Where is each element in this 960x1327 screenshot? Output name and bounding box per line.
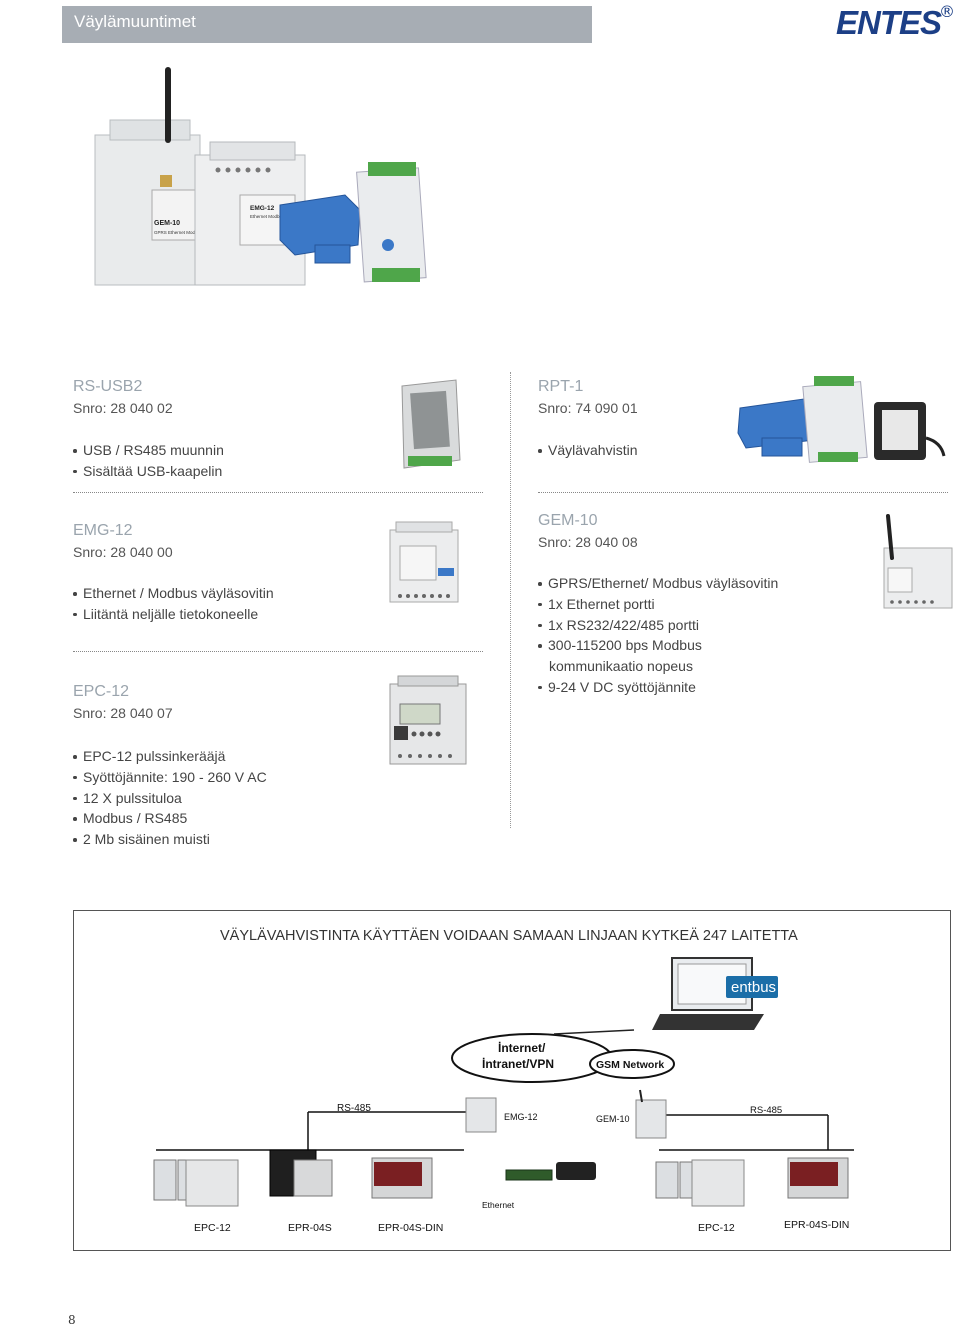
list-item: 12 X pulssituloa — [73, 788, 267, 809]
rs485-right-label: RS-485 — [750, 1105, 782, 1116]
rs-usb2-title: RS-USB2 — [73, 378, 143, 395]
epc12-features: EPC-12 pulssinkerääjä Syöttöjännite: 190… — [73, 746, 267, 850]
separator — [73, 651, 483, 652]
emg-device-label: EMG-12 — [250, 205, 275, 212]
list-item: GPRS/Ethernet/ Modbus väyläsovitin — [538, 573, 778, 594]
diagram-title: VÄYLÄVAHVISTINTA KÄYTTÄEN VOIDAAN SAMAAN… — [220, 928, 798, 944]
emg12-photo — [389, 521, 459, 603]
emg12-code: Snro: 28 040 00 — [73, 544, 173, 560]
list-item: Syöttöjännite: 190 - 260 V AC — [73, 767, 267, 788]
gem10-diagram-label: GEM-10 — [596, 1114, 630, 1124]
entes-logo: ENTES ® — [836, 2, 955, 44]
epc12-title: EPC-12 — [73, 683, 130, 700]
entbus-text: entbus — [731, 979, 776, 996]
separator — [73, 492, 483, 493]
gem10-photo — [883, 514, 953, 609]
cloud-gsm-label: GSM Network — [596, 1059, 664, 1071]
list-item: 300-115200 bps Modbus — [538, 635, 778, 656]
list-item-continued: kommunikaatio nopeus — [549, 658, 693, 675]
rs-usb2-features: USB / RS485 muunnin Sisältää USB-kaapeli… — [73, 440, 224, 482]
list-item: USB / RS485 muunnin — [73, 440, 224, 461]
page-number: 8 — [68, 1313, 76, 1327]
hero-product-photo: GEM-10 GPRS Ethernet Modbus Gateway EMG-… — [94, 67, 427, 286]
ethernet-label: Ethernet — [482, 1200, 515, 1210]
list-item: 1x Ethernet portti — [538, 594, 778, 615]
logo-text: ENTES — [836, 4, 942, 41]
emg12-title: EMG-12 — [73, 522, 133, 539]
list-item: 9-24 V DC syöttöjännite — [538, 677, 778, 698]
list-item: Ethernet / Modbus väyläsovitin — [73, 583, 274, 604]
epc12-photo — [389, 675, 467, 765]
list-item: Liitäntä neljälle tietokoneelle — [73, 604, 274, 625]
gem-device-sub: GPRS Ethernet Modbus Gateway — [154, 230, 222, 235]
gem10-code: Snro: 28 040 08 — [538, 534, 638, 550]
list-item: 1x RS232/422/485 portti — [538, 615, 778, 636]
cloud-internet-label: İnternet/ — [498, 1040, 546, 1055]
list-item: EPC-12 pulssinkerääjä — [73, 746, 267, 767]
gem10-features: GPRS/Ethernet/ Modbus väyläsovitin 1x Et… — [538, 573, 778, 698]
rs485-left-label: RS-485 — [337, 1103, 371, 1114]
header-bar — [62, 6, 592, 43]
rs-usb2-code: Snro: 28 040 02 — [73, 400, 173, 416]
rpt1-features: Väylävahvistin — [538, 440, 638, 461]
emg-device-sub: Ethernet Modbus Gateway — [250, 214, 304, 219]
epr04s-label: EPR-04S — [288, 1222, 332, 1234]
rpt1-code: Snro: 74 090 01 — [538, 400, 638, 416]
list-item: Sisältää USB-kaapelin — [73, 461, 224, 482]
rpt1-photo — [737, 376, 946, 463]
network-diagram: entbus İnternet/ İntranet/VPN GSM Networ… — [153, 957, 854, 1234]
internet-cloud-icon: İnternet/ İntranet/VPN — [451, 1033, 613, 1083]
epr04s-din-left-label: EPR-04S-DIN — [378, 1222, 443, 1234]
gem10-title: GEM-10 — [538, 512, 598, 529]
list-item: 2 Mb sisäinen muisti — [73, 829, 267, 850]
gsm-cloud-icon: GSM Network — [589, 1049, 675, 1079]
rpt1-title: RPT-1 — [538, 378, 584, 395]
registered-mark: ® — [939, 2, 955, 21]
separator — [538, 492, 948, 493]
emg12-diagram-label: EMG-12 — [504, 1112, 538, 1122]
gem-device-label: GEM-10 — [154, 220, 180, 227]
network-diagram-box — [73, 910, 951, 1251]
rs-usb2-photo — [401, 379, 461, 469]
epc12-code: Snro: 28 040 07 — [73, 705, 173, 721]
list-item: Väylävahvistin — [538, 440, 638, 461]
epr04s-din-right-label: EPR-04S-DIN — [784, 1219, 849, 1231]
epc12-right-label: EPC-12 — [698, 1222, 735, 1234]
emg12-features: Ethernet / Modbus väyläsovitin Liitäntä … — [73, 583, 274, 625]
entbus-logo: entbus — [726, 976, 778, 998]
column-divider — [510, 372, 511, 828]
page-title: Väylämuuntimet — [74, 12, 196, 31]
epc12-left-label: EPC-12 — [194, 1222, 231, 1234]
list-item: Modbus / RS485 — [73, 808, 267, 829]
cloud-intranet-label: İntranet/VPN — [482, 1056, 554, 1071]
